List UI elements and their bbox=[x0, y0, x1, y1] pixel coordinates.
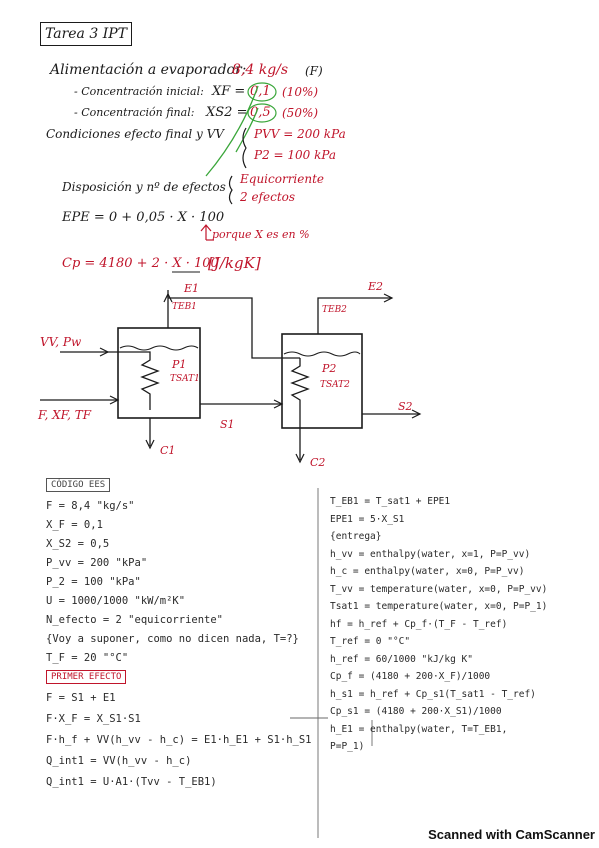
code-line: N_efecto = 2 "equicorriente" bbox=[46, 614, 224, 626]
p2-value: P2 = 100 kPa bbox=[254, 148, 337, 162]
code-line: h_c = enthalpy(water, x=0, P=P_vv) bbox=[330, 566, 525, 577]
xf-pct: (10%) bbox=[282, 85, 319, 99]
code-line: T_vv = temperature(water, x=0, P=P_vv) bbox=[330, 583, 548, 595]
label-c2: C2 bbox=[310, 456, 326, 469]
epe-equation: EPE = 0 + 0,05 · X · 100 bbox=[62, 210, 225, 225]
code-line: F = 8,4 "kg/s" bbox=[46, 500, 135, 512]
label-e1: E1 bbox=[184, 282, 200, 295]
code-line: P_vv = 200 "kPa" bbox=[46, 557, 148, 569]
code-line: Tsat1 = temperature(water, x=0, P=P_1) bbox=[330, 601, 548, 612]
code-line: {Voy a suponer, como no dicen nada, T=?} bbox=[46, 633, 299, 645]
xf-label: - Concentración inicial: bbox=[74, 85, 204, 98]
disp-label: Disposición y nº de efectos bbox=[62, 180, 226, 194]
code-line: h_vv = enthalpy(water, x=1, P=P_vv) bbox=[330, 548, 531, 560]
pvv-value: PVV = 200 kPa bbox=[254, 127, 346, 141]
code-tag: CÓDIGO EES bbox=[46, 478, 111, 492]
epe-note: porque X es en % bbox=[212, 228, 310, 241]
disp-value-2: 2 efectos bbox=[240, 190, 296, 204]
code-line: X_F = 0,1 bbox=[46, 519, 103, 531]
code-line: T_ref = 0 "°C" bbox=[330, 636, 411, 647]
code-line: P=P_1) bbox=[330, 741, 365, 752]
cp-equation: Cp = 4180 + 2 · X · 100 bbox=[62, 256, 219, 271]
cp-units: [J/kgK] bbox=[208, 254, 261, 272]
label-teb2: TEB2 bbox=[322, 305, 347, 315]
label-tsat2: TSAT2 bbox=[320, 380, 350, 390]
code-line: Q_int1 = U·A1·(Tvv - T_EB1) bbox=[46, 776, 217, 788]
page-title: Tarea 3 IPT bbox=[40, 22, 132, 46]
code-line: F = S1 + E1 bbox=[46, 692, 116, 704]
xs2-symbol: XS2 = bbox=[206, 105, 248, 120]
label-s2: S2 bbox=[398, 400, 413, 413]
first-effect-tag: PRIMER EFECTO bbox=[46, 670, 127, 684]
feed-symbol: (F) bbox=[305, 64, 323, 78]
page-title-text: Tarea 3 IPT bbox=[44, 26, 128, 42]
code-line: T_EB1 = T_sat1 + EPE1 bbox=[330, 496, 451, 507]
code-line: hf = h_ref + Cp_f·(T_F - T_ref) bbox=[330, 618, 508, 630]
feed-label: Alimentación a evaporador: bbox=[50, 62, 247, 78]
xs2-pct: (50%) bbox=[282, 106, 319, 120]
disp-value-1: Equicorriente bbox=[240, 172, 325, 186]
label-c1: C1 bbox=[160, 444, 176, 457]
code-line: {entrega} bbox=[330, 531, 382, 542]
label-p2: P2 bbox=[322, 362, 337, 375]
feed-value: 8,4 kg/s bbox=[232, 62, 289, 78]
code-line: T_F = 20 "°C" bbox=[46, 652, 129, 664]
code-line: EPE1 = 5·X_S1 bbox=[330, 513, 405, 525]
code-line: h_s1 = h_ref + Cp_s1(T_sat1 - T_ref) bbox=[330, 688, 536, 700]
xf-symbol: XF = bbox=[212, 84, 246, 99]
label-teb1: TEB1 bbox=[172, 302, 197, 312]
code-line: X_S2 = 0,5 bbox=[46, 538, 110, 550]
code-line: P_2 = 100 "kPa" bbox=[46, 576, 141, 588]
label-p1: P1 bbox=[172, 358, 187, 371]
label-s1: S1 bbox=[220, 418, 235, 431]
code-line: Cp_f = (4180 + 200·X_F)/1000 bbox=[330, 671, 491, 682]
code-line: h_ref = 60/1000 "kJ/kg K" bbox=[330, 653, 473, 665]
label-feed: F, XF, TF bbox=[38, 408, 92, 422]
code-line: U = 1000/1000 "kW/m²K" bbox=[46, 595, 186, 607]
scanner-footer: Scanned with CamScanner bbox=[428, 827, 595, 842]
xs2-label: - Concentración final: bbox=[74, 106, 195, 119]
code-line: Cp_s1 = (4180 + 200·X_S1)/1000 bbox=[330, 706, 502, 717]
cond-label: Condiciones efecto final y VV bbox=[46, 127, 224, 141]
code-line: F·X_F = X_S1·S1 bbox=[46, 713, 141, 725]
label-tsat1: TSAT1 bbox=[170, 374, 200, 384]
label-vv: VV, Pw bbox=[40, 335, 82, 349]
label-e2: E2 bbox=[368, 280, 384, 293]
code-line: Q_int1 = VV(h_vv - h_c) bbox=[46, 755, 192, 767]
code-line: h_E1 = enthalpy(water, T=T_EB1, bbox=[330, 723, 508, 735]
code-line: F·h_f + VV(h_vv - h_c) = E1·h_E1 + S1·h_… bbox=[46, 734, 312, 746]
